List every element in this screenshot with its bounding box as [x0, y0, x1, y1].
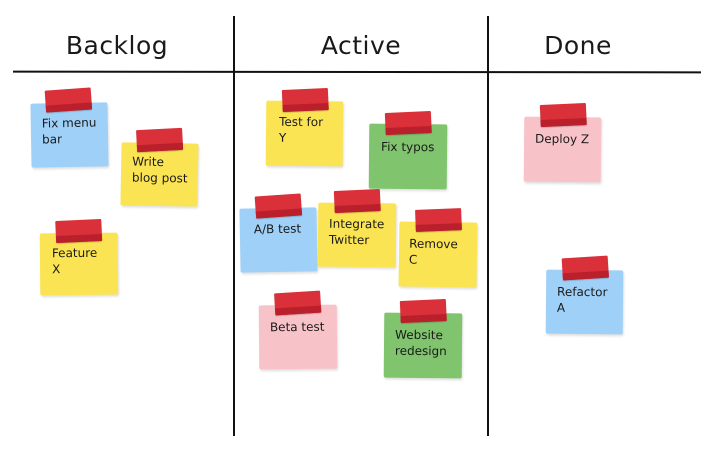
note-label: Fix menu bar — [41, 115, 97, 147]
note-beta-test[interactable]: Beta test — [258, 290, 338, 370]
note-label: Remove C — [408, 236, 458, 267]
note-feature-x[interactable]: Feature X — [39, 219, 119, 296]
tape-icon — [539, 103, 587, 127]
note-label: Feature X — [51, 245, 98, 277]
note-label: Write blog post — [131, 154, 188, 186]
note-label: Refactor A — [556, 284, 608, 315]
tape-icon — [415, 208, 462, 232]
column-title-active: Active — [320, 31, 402, 60]
tape-icon — [399, 299, 447, 323]
note-test-for-y[interactable]: Test for Y — [265, 88, 344, 167]
tape-icon — [384, 111, 432, 135]
tape-icon — [44, 87, 93, 113]
note-label: A/B test — [253, 221, 302, 237]
note-refactor-a[interactable]: Refactor A — [545, 255, 624, 335]
tape-icon — [281, 88, 329, 112]
column-title-backlog: Backlog — [65, 31, 169, 60]
note-label: Test for Y — [278, 114, 324, 145]
tape-icon — [561, 255, 609, 281]
note-ab-test[interactable]: A/B test — [239, 193, 318, 273]
tape-icon — [333, 189, 381, 213]
header-divider — [12, 70, 702, 74]
note-label: Beta test — [269, 319, 325, 335]
tape-icon — [274, 290, 322, 316]
tape-icon — [136, 127, 184, 153]
tape-icon — [254, 193, 303, 219]
note-integrate-twitter[interactable]: Integrate Twitter — [317, 189, 397, 268]
column-divider-backlog-active — [233, 16, 235, 436]
tape-icon — [55, 219, 103, 243]
note-write-blog-post[interactable]: Write blog post — [120, 127, 199, 207]
note-label: Fix typos — [381, 139, 435, 155]
note-website-redesign[interactable]: Website redesign — [383, 299, 463, 379]
note-fix-menu-bar[interactable]: Fix menu bar — [30, 87, 109, 168]
column-title-done: Done — [544, 31, 612, 60]
column-divider-active-done — [487, 16, 489, 436]
note-deploy-z[interactable]: Deploy Z — [523, 103, 602, 183]
note-fix-typos[interactable]: Fix typos — [368, 111, 448, 190]
note-label: Deploy Z — [535, 131, 590, 147]
note-label: Website redesign — [394, 327, 447, 359]
note-remove-c[interactable]: Remove C — [398, 208, 478, 288]
note-label: Integrate Twitter — [328, 216, 385, 248]
